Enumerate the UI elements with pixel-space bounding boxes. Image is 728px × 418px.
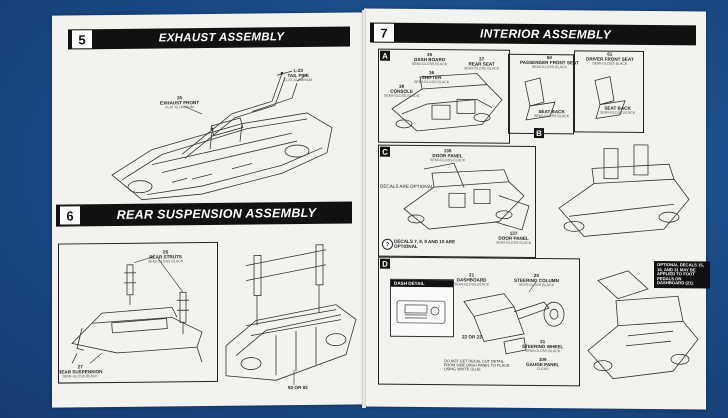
step-6-title: REAR SUSPENSION ASSEMBLY [116,205,317,222]
dash-detail-panel: DASH DETAIL [390,278,454,338]
step-7c-letter: C [380,146,390,157]
dash-paint-note: DO NOT GET DECAL CUT DETAIL FROM SIDE DA… [444,359,510,372]
rear-suspension-parts-drawing [71,256,203,364]
dash-install-drawing [587,270,699,380]
label-seat-back-left: SEAT BACK SEMI-GLOSS BLACK [534,109,570,119]
step-5-header: 5 EXHAUST ASSEMBLY [68,26,350,50]
step-6-header: 6 REAR SUSPENSION ASSEMBLY [56,201,352,227]
step-7b-seat-install-drawing [558,144,690,237]
step-6-number: 6 [59,205,81,226]
decals-note-icon: ? [382,238,393,250]
decals-optional-note: DECALS 7, 8, 9 AND 10 ARE OPTIONAL [394,238,456,250]
front-seats-drawing [524,76,626,121]
optional-decals-note: OPTIONAL DECALS 15, 16, AND 31 MAY BE AP… [654,261,710,289]
rear-suspension-chassis-drawing [225,244,357,386]
step-7-title: INTERIOR ASSEMBLY [479,26,612,42]
step-5-title: EXHAUST ASSEMBLY [158,31,285,45]
page-fold [362,10,366,408]
step-7a-interior-drawing [391,73,503,132]
step-7b-letter: B [534,127,544,139]
step-7-header: 7 INTERIOR ASSEMBLY [370,22,696,46]
steering-assembly-drawing [463,281,565,355]
label-seat-back-right: SEAT BACK SEMI-GLOSS BLACK [600,105,636,115]
step-7c-door-panel-drawing [403,162,530,231]
dash-detail-drawing [396,300,446,324]
step-5-number: 5 [71,29,93,50]
label-rear-suspension-ref: 92 OR 93 [288,384,308,391]
side-decals-note: DECALS ARE OPTIONAL [380,183,434,190]
step-7a-letter: A [380,50,390,61]
label-dash-ref: 22 OR 23 [462,334,482,340]
step-7-number: 7 [373,22,395,43]
step-7d-letter: D [380,258,390,269]
exhaust-chassis-drawing [111,70,333,201]
